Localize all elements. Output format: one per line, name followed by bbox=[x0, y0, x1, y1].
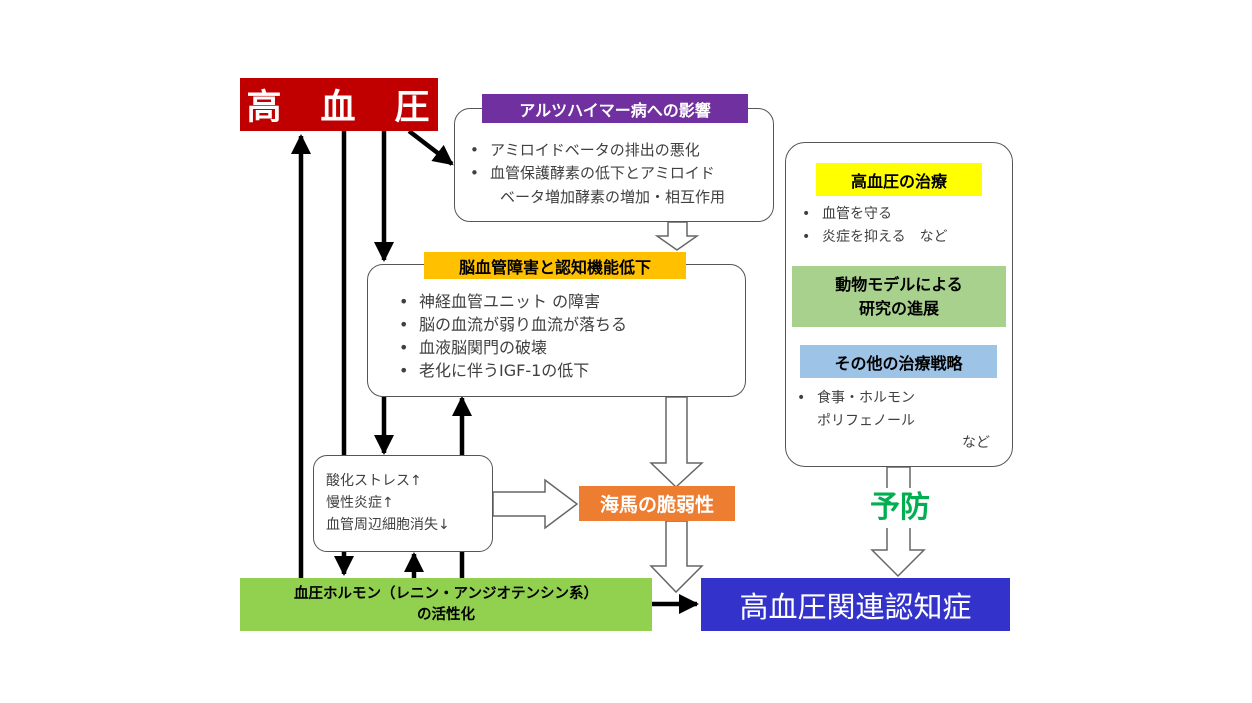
block-arrow-cerebro-to-hippocampus bbox=[649, 396, 704, 489]
other-strategy-item: 食事・ホルモン bbox=[791, 387, 1001, 410]
treatment-item: 炎症を抑える など bbox=[796, 226, 1006, 249]
result-box: 高血圧関連認知症 bbox=[701, 578, 1010, 631]
other-strategy-title: その他の治療戦略 bbox=[800, 345, 997, 378]
result-label: 高血圧関連認知症 bbox=[739, 589, 972, 624]
cerebro-item: 神経血管ユニット の障害 bbox=[393, 290, 733, 313]
hippocampus-box: 海馬の脆弱性 bbox=[579, 486, 735, 521]
stress-line: 酸化ストレス↑ bbox=[326, 473, 422, 489]
treatment-title: 高血圧の治療 bbox=[816, 163, 982, 196]
treatment-item: 血管を守る bbox=[796, 203, 1006, 226]
alzheimer-list: アミロイドベータの排出の悪化 血管保護酵素の低下とアミロイド bbox=[464, 139, 774, 185]
prevention-label: 予防 bbox=[862, 488, 938, 528]
stress-line: 慢性炎症↑ bbox=[326, 495, 394, 511]
hypertension-label: 高 血 圧 bbox=[246, 88, 432, 128]
stress-box: 酸化ストレス↑ 慢性炎症↑ 血管周辺細胞消失↓ bbox=[313, 455, 493, 552]
alzheimer-item-continuation: ベータ増加酵素の増加・相互作用 bbox=[500, 188, 726, 206]
raas-line2: の活性化 bbox=[417, 606, 475, 623]
arrow-hypertension-to-alzheimer bbox=[407, 129, 454, 166]
raas-line1: 血圧ホルモン（レニン・アンジオテンシン系） bbox=[294, 585, 598, 602]
hypertension-box: 高 血 圧 bbox=[240, 78, 438, 131]
block-arrow-alzheimer-to-cerebro bbox=[654, 221, 700, 251]
animal-model-box: 動物モデルによる 研究の進展 bbox=[792, 266, 1006, 327]
cerebro-list: 神経血管ユニット の障害 脳の血流が弱り血流が落ちる 血液脳関門の破壊 老化に伴… bbox=[393, 290, 733, 382]
cerebro-item: 老化に伴うIGF-1の低下 bbox=[393, 359, 733, 382]
other-strategy-list: 食事・ホルモン bbox=[791, 387, 1001, 410]
block-arrow-stress-to-hippocampus bbox=[492, 478, 579, 530]
cerebro-item: 脳の血流が弱り血流が落ちる bbox=[393, 313, 733, 336]
other-strategy-item-continuation: ポリフェノール bbox=[817, 413, 915, 429]
alzheimer-item: 血管保護酵素の低下とアミロイド bbox=[464, 162, 774, 185]
raas-box: 血圧ホルモン（レニン・アンジオテンシン系） の活性化 bbox=[240, 578, 652, 631]
alzheimer-title: アルツハイマー病への影響 bbox=[482, 94, 748, 123]
cerebro-title: 脳血管障害と認知機能低下 bbox=[424, 252, 686, 279]
alzheimer-item: アミロイドベータの排出の悪化 bbox=[464, 139, 774, 162]
hippocampus-label: 海馬の脆弱性 bbox=[599, 494, 714, 516]
stress-line: 血管周辺細胞消失↓ bbox=[326, 517, 450, 533]
cerebro-item: 血液脳関門の破壊 bbox=[393, 336, 733, 359]
treatment-list: 血管を守る 炎症を抑える など bbox=[796, 203, 1006, 249]
block-arrow-hippocampus-to-result bbox=[649, 520, 704, 594]
other-strategy-etc: など bbox=[962, 435, 990, 451]
